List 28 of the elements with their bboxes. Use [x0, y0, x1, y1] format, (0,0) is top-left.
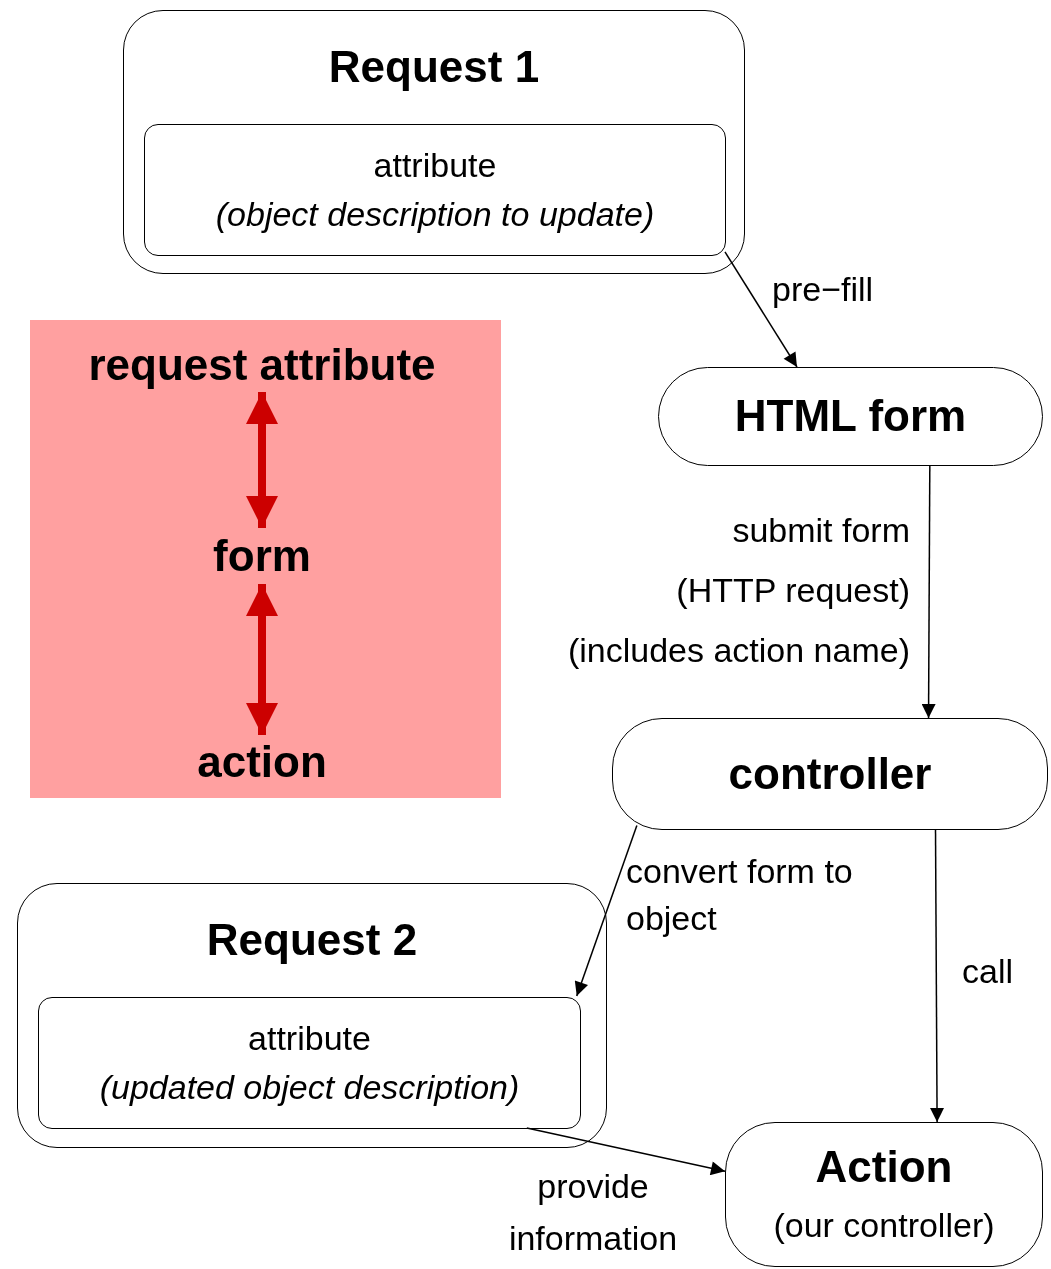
edge-label: provide information	[507, 1166, 679, 1259]
box-title: Action	[815, 1142, 953, 1192]
arrow	[574, 824, 638, 997]
box-text: attribute	[373, 145, 497, 186]
rounded-node	[725, 1122, 1043, 1267]
edge-label: convert form to object	[626, 851, 854, 939]
panel-label: action	[175, 735, 349, 789]
box-subtext: (object description to update)	[215, 194, 655, 235]
attribute-box	[38, 997, 581, 1129]
box-subtext: (our controller)	[773, 1205, 995, 1247]
arrow	[921, 465, 936, 719]
box-title: Request 2	[206, 916, 418, 965]
edge-label: submit form (HTTP request) (includes action name)	[566, 510, 910, 671]
box-title: HTML form	[734, 392, 967, 441]
shaded-panel	[30, 320, 501, 798]
panel-label: request attribute	[56, 338, 468, 392]
panel-label: form	[195, 528, 329, 584]
rounded-box	[17, 883, 607, 1148]
edge-label: call	[962, 951, 1015, 992]
arrow	[930, 829, 945, 1123]
box-title: controller	[728, 749, 932, 799]
box-text: attribute	[248, 1018, 371, 1059]
box-title: Request 1	[328, 43, 540, 92]
box-subtext: (updated object description)	[99, 1067, 520, 1108]
rounded-box	[123, 10, 745, 274]
edge-label: pre−fill	[772, 269, 875, 310]
attribute-box	[144, 124, 726, 256]
arrow	[724, 251, 798, 368]
